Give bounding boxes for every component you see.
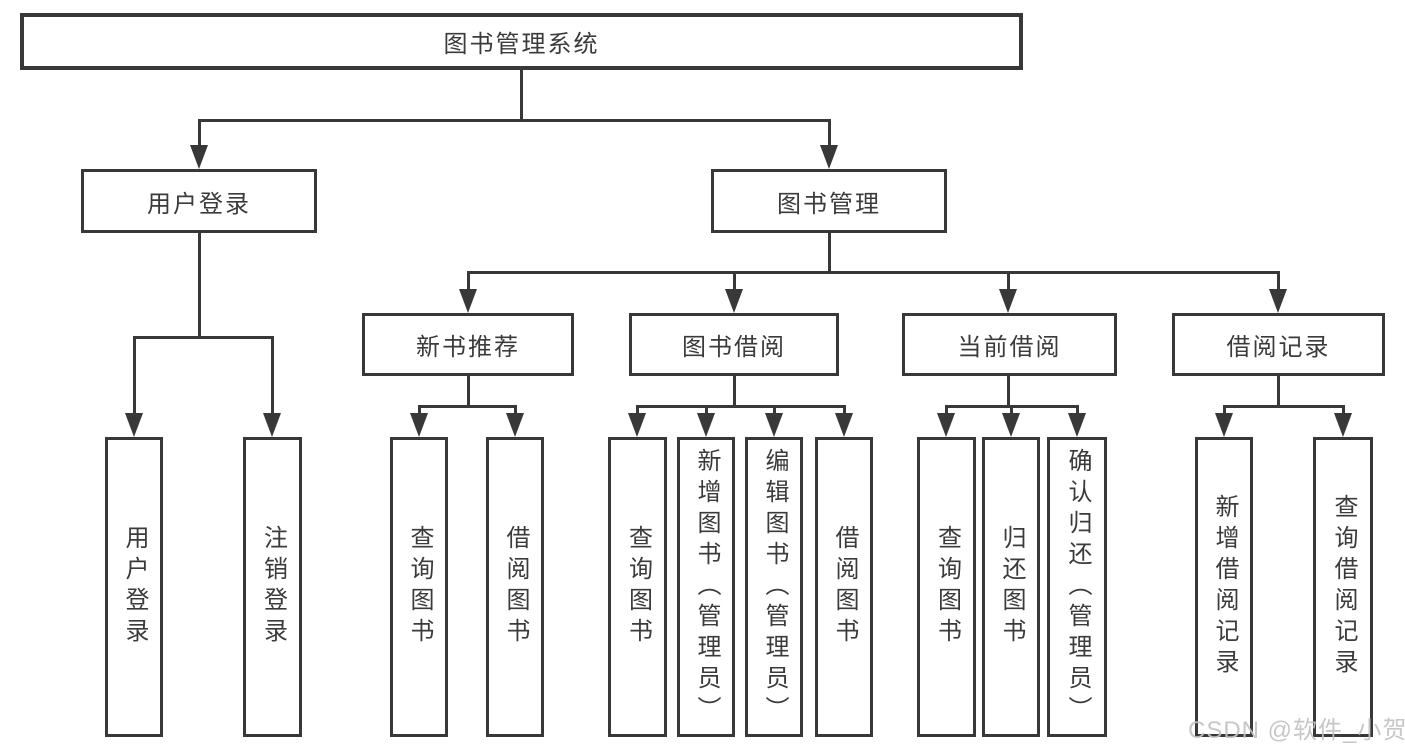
leaf-label: 编辑图书（管理员） bbox=[761, 447, 788, 727]
connector-drop bbox=[842, 406, 846, 415]
node-book-borrow: 图书借阅 bbox=[629, 313, 839, 376]
node-book-management: 图书管理 bbox=[711, 169, 947, 233]
node-leaf-query-books-recommend: 查询图书 bbox=[390, 437, 448, 737]
arrowhead-down-icon bbox=[835, 413, 853, 437]
connector-stem bbox=[197, 233, 201, 339]
connector-stem bbox=[1276, 376, 1280, 408]
connector-drop bbox=[772, 406, 776, 415]
node-leaf-borrow-books-recommend: 借阅图书 bbox=[486, 437, 544, 737]
connector-drop bbox=[1075, 406, 1079, 415]
node-leaf-user-login: 用户登录 bbox=[105, 437, 163, 737]
connector-bar bbox=[635, 404, 846, 408]
node-leaf-query-books-borrow: 查询图书 bbox=[608, 437, 667, 737]
connector-bar bbox=[132, 335, 274, 339]
arrowhead-down-icon bbox=[263, 413, 281, 437]
arrowhead-down-icon bbox=[1215, 413, 1233, 437]
leaf-label: 查询借阅记录 bbox=[1330, 494, 1357, 680]
connector-drop bbox=[270, 337, 274, 415]
connector-drop bbox=[1341, 406, 1345, 415]
arrowhead-down-icon bbox=[725, 289, 743, 313]
node-leaf-return-books: 归还图书 bbox=[982, 437, 1040, 737]
connector-bar bbox=[417, 404, 517, 408]
watermark-text: CSDN @软件_小贺同学 bbox=[1188, 717, 1405, 744]
connector-drop bbox=[704, 406, 708, 415]
connector-drop bbox=[732, 272, 736, 291]
leaf-label: 查询图书 bbox=[624, 525, 652, 649]
node-new-book-recommend: 新书推荐 bbox=[362, 313, 574, 376]
node-leaf-add-books-admin: 新增图书（管理员） bbox=[677, 437, 735, 737]
arrowhead-down-icon bbox=[697, 413, 715, 437]
connector-drop bbox=[132, 337, 136, 415]
node-leaf-borrow-books: 借阅图书 bbox=[815, 437, 873, 737]
leaf-label: 借阅图书 bbox=[831, 525, 858, 649]
arrowhead-down-icon bbox=[506, 413, 524, 437]
leaf-label: 查询图书 bbox=[406, 525, 433, 649]
connector-stem bbox=[827, 233, 831, 274]
arrowhead-down-icon bbox=[820, 145, 838, 169]
node-leaf-query-books-current: 查询图书 bbox=[917, 437, 976, 737]
connector-drop bbox=[1006, 272, 1010, 291]
leaf-label: 确认归还（管理员） bbox=[1064, 447, 1091, 727]
leaf-label: 用户登录 bbox=[121, 525, 148, 649]
connector-drop bbox=[197, 120, 201, 147]
connector-stem bbox=[519, 70, 523, 122]
leaf-label: 注销登录 bbox=[259, 525, 287, 649]
node-root-system: 图书管理系统 bbox=[20, 13, 1023, 70]
leaf-label: 查询图书 bbox=[933, 525, 961, 649]
node-leaf-query-borrow-record: 查询借阅记录 bbox=[1313, 437, 1373, 737]
connector-stem bbox=[1006, 376, 1010, 408]
arrowhead-down-icon bbox=[628, 413, 646, 437]
connector-drop bbox=[513, 406, 517, 415]
connector-drop bbox=[1009, 406, 1013, 415]
arrowhead-down-icon bbox=[937, 413, 955, 437]
connector-drop bbox=[635, 406, 639, 415]
leaf-label: 归还图书 bbox=[998, 525, 1025, 649]
connector-drop bbox=[466, 272, 470, 291]
node-user-login: 用户登录 bbox=[81, 169, 317, 233]
leaf-label: 借阅图书 bbox=[502, 525, 529, 649]
arrowhead-down-icon bbox=[999, 289, 1017, 313]
connector-stem bbox=[732, 376, 736, 408]
connector-bar bbox=[466, 270, 1280, 274]
connector-drop bbox=[944, 406, 948, 415]
connector-drop bbox=[417, 406, 421, 415]
node-leaf-confirm-return-admin: 确认归还（管理员） bbox=[1047, 437, 1107, 737]
connector-drop bbox=[1276, 272, 1280, 291]
arrowhead-down-icon bbox=[459, 289, 477, 313]
arrowhead-down-icon bbox=[410, 413, 428, 437]
arrowhead-down-icon bbox=[765, 413, 783, 437]
arrowhead-down-icon bbox=[1068, 413, 1086, 437]
arrowhead-down-icon bbox=[1334, 413, 1352, 437]
node-leaf-edit-books-admin: 编辑图书（管理员） bbox=[745, 437, 803, 737]
arrowhead-down-icon bbox=[125, 413, 143, 437]
node-current-borrow: 当前借阅 bbox=[902, 313, 1117, 376]
node-leaf-add-borrow-record: 新增借阅记录 bbox=[1195, 437, 1253, 737]
connector-stem bbox=[466, 376, 470, 408]
connector-bar bbox=[1222, 404, 1345, 408]
arrowhead-down-icon bbox=[1269, 289, 1287, 313]
connector-drop bbox=[827, 120, 831, 147]
arrowhead-down-icon bbox=[1002, 413, 1020, 437]
node-leaf-logout: 注销登录 bbox=[243, 437, 302, 737]
connector-drop bbox=[1222, 406, 1226, 415]
leaf-label: 新增借阅记录 bbox=[1211, 494, 1238, 680]
connector-bar bbox=[197, 118, 831, 122]
leaf-label: 新增图书（管理员） bbox=[693, 447, 720, 727]
arrowhead-down-icon bbox=[190, 145, 208, 169]
node-borrow-record: 借阅记录 bbox=[1172, 313, 1385, 376]
